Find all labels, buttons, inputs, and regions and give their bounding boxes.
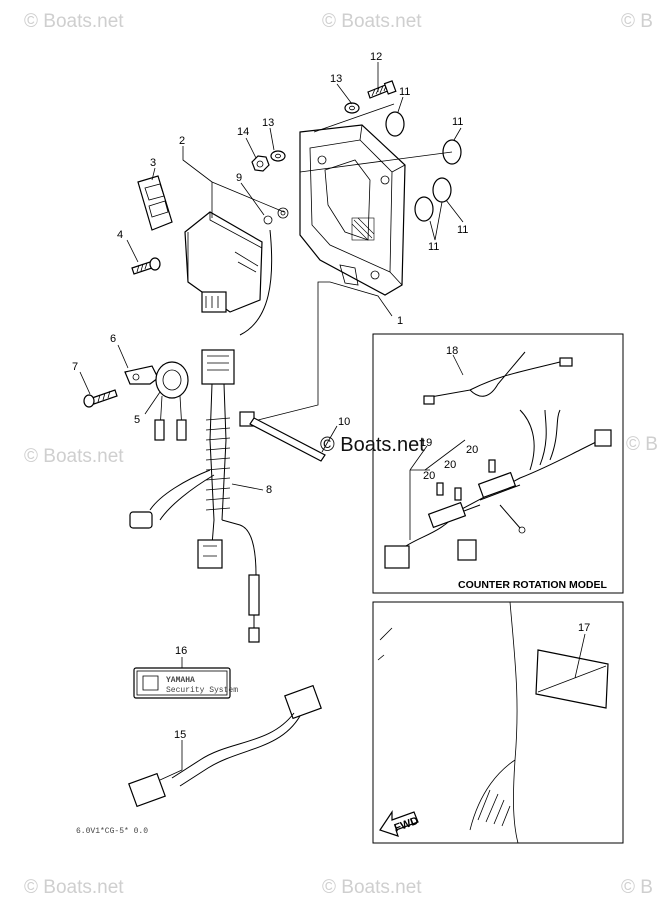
callout-12: 12: [370, 51, 382, 63]
callout-11a: 11: [399, 86, 410, 98]
callout-3: 3: [150, 157, 156, 169]
inset-counter-rotation: COUNTER ROTATION MODEL: [372, 333, 624, 594]
extension-harness-15: [128, 684, 322, 808]
key-fob-3: [137, 175, 173, 231]
terminal-9: [263, 207, 289, 225]
drawing-code: 6.0V1*CG-5* 0.0: [76, 827, 148, 836]
callout-20c: 20: [423, 470, 435, 482]
callout-20a: 20: [466, 444, 478, 456]
cable-tie-10: [239, 411, 326, 462]
bolt-7: [83, 389, 118, 408]
watermark-top-left: © Boats.net: [24, 11, 124, 32]
grommet-11c: [432, 177, 452, 203]
callout-6: 6: [110, 333, 116, 345]
callout-8: 8: [266, 484, 272, 496]
nut-14: [251, 155, 270, 172]
callout-7: 7: [72, 361, 78, 373]
watermark-bottom-center: © Boats.net: [322, 877, 422, 898]
callout-2: 2: [179, 135, 185, 147]
wire-harness-8: [129, 229, 273, 643]
junction-box: [299, 124, 406, 296]
callout-17: 17: [578, 622, 590, 634]
buzzer-5: [154, 361, 189, 441]
watermark-bottom-right: © B: [621, 877, 653, 898]
inset-caption: COUNTER ROTATION MODEL: [458, 579, 608, 591]
watermark-mid-left: © Boats.net: [24, 446, 124, 467]
label-brand: YAMAHA: [166, 676, 195, 685]
washer-13a: [344, 102, 360, 114]
control-unit-2: [184, 211, 263, 313]
callout-10: 10: [338, 416, 350, 428]
callout-4: 4: [117, 229, 123, 241]
watermark-mid-right: © B: [626, 434, 658, 455]
label-text: Security System: [166, 686, 238, 695]
callout-1: 1: [397, 315, 403, 327]
callout-19: 19: [420, 437, 432, 449]
switch-bracket-6: [124, 365, 159, 385]
callout-15: 15: [174, 729, 186, 741]
callout-5: 5: [134, 414, 140, 426]
callout-18: 18: [446, 345, 458, 357]
inset-label-location: FWD: [372, 601, 624, 844]
callout-11b: 11: [452, 116, 463, 128]
screw-4: [131, 257, 161, 275]
callout-14: 14: [237, 126, 249, 138]
callout-13b: 13: [262, 117, 274, 129]
watermark-bottom-left: © Boats.net: [24, 877, 124, 898]
callout-11c: 11: [428, 241, 439, 253]
watermark-top-center: © Boats.net: [322, 11, 422, 32]
fwd-arrow-icon: [379, 810, 419, 837]
callout-11d: 11: [457, 224, 468, 236]
watermark-center: © Boats.net: [320, 434, 425, 456]
watermark-top-right: © B: [621, 11, 653, 32]
callout-20b: 20: [444, 459, 456, 471]
grommet-11d: [414, 196, 434, 222]
callout-13a: 13: [330, 73, 342, 85]
bolt-12: [367, 80, 397, 99]
grommet-11a: [385, 111, 405, 137]
callout-9: 9: [236, 172, 242, 184]
washer-13b: [270, 150, 286, 162]
callout-16: 16: [175, 645, 187, 657]
leader-lines: [79, 62, 586, 781]
security-label-16: YAMAHA Security System: [133, 667, 238, 699]
